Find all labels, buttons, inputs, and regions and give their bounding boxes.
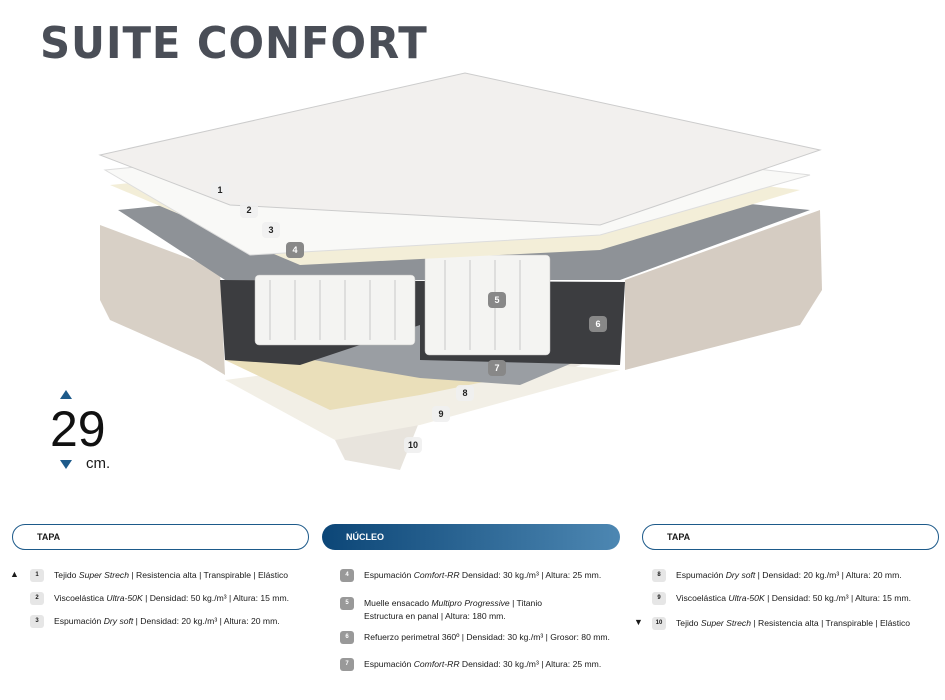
spec-item: 4 Espumación Comfort-RR Densidad: 30 kg./… (340, 569, 601, 582)
item-text: Viscoelástica Ultra-50K | Densidad: 50 k… (676, 593, 912, 603)
arrow-up-icon (60, 390, 72, 399)
section-header-tapa-bottom: TAPA (642, 524, 939, 550)
spec-item: 5 Muelle ensacado Multipro Progressive | … (340, 597, 542, 623)
layer-label-2: 2 (240, 202, 258, 218)
item-number: 4 (340, 569, 354, 582)
item-text: Viscoelástica Ultra-50K | Densidad: 50 k… (54, 593, 290, 603)
item-number: 8 (652, 569, 666, 582)
spec-item: 7 Espumación Comfort-RR Densidad: 30 kg./… (340, 658, 601, 671)
item-number: 3 (30, 615, 44, 628)
top-side-marker-icon: ▲ (10, 569, 19, 579)
item-number: 6 (340, 631, 354, 644)
item-text: Espumación Dry soft | Densidad: 20 kg./m… (54, 616, 280, 626)
mattress-illustration (98, 72, 822, 470)
layer-label-1: 1 (211, 182, 229, 198)
item-text: Espumación Comfort-RR Densidad: 30 kg./m… (364, 659, 602, 669)
layer-label-7: 7 (488, 360, 506, 376)
item-number: 10 (652, 617, 666, 630)
item-text: Espumación Comfort-RR Densidad: 30 kg./m… (364, 570, 602, 580)
spec-item: 8 Espumación Dry soft | Densidad: 20 kg./… (652, 569, 902, 582)
spec-item: 10 Tejido Super Strech | Resistencia alta… (652, 617, 910, 630)
item-number: 7 (340, 658, 354, 671)
item-text: Tejido Super Strech | Resistencia alta |… (676, 618, 911, 628)
spec-item: 1 Tejido Super Strech | Resistencia alta … (30, 569, 288, 582)
layer-label-3: 3 (262, 222, 280, 238)
layer-label-10: 10 (404, 437, 422, 453)
height-unit: cm. (86, 455, 111, 472)
item-number: 5 (340, 597, 354, 610)
item-number: 1 (30, 569, 44, 582)
item-text: Tejido Super Strech | Resistencia alta |… (54, 570, 289, 580)
section-header-tapa-top: TAPA (12, 524, 309, 550)
layer-label-8: 8 (456, 385, 474, 401)
spec-item: 9 Viscoelástica Ultra-50K | Densidad: 50 … (652, 592, 911, 605)
item-text: Refuerzo perimetral 360º | Densidad: 30 … (364, 632, 610, 642)
layer-label-5: 5 (488, 292, 506, 308)
item-text: Muelle ensacado Multipro Progressive | T… (364, 598, 543, 621)
layer-label-4: 4 (286, 242, 304, 258)
arrow-down-icon (60, 460, 72, 469)
spec-item: 6 Refuerzo perimetral 360º | Densidad: 30… (340, 631, 610, 644)
section-header-nucleo: NÚCLEO (322, 524, 620, 550)
layer-label-6: 6 (589, 316, 607, 332)
layer-label-9: 9 (432, 406, 450, 422)
item-text: Espumación Dry soft | Densidad: 20 kg./m… (676, 570, 902, 580)
item-number: 2 (30, 592, 44, 605)
product-title: SUITE CONFORT (40, 18, 428, 69)
spec-item: 3 Espumación Dry soft | Densidad: 20 kg./… (30, 615, 280, 628)
height-value: 29 (50, 401, 106, 457)
item-number: 9 (652, 592, 666, 605)
bottom-side-marker-icon: ▼ (634, 617, 643, 627)
spec-item: 2 Viscoelástica Ultra-50K | Densidad: 50 … (30, 592, 289, 605)
